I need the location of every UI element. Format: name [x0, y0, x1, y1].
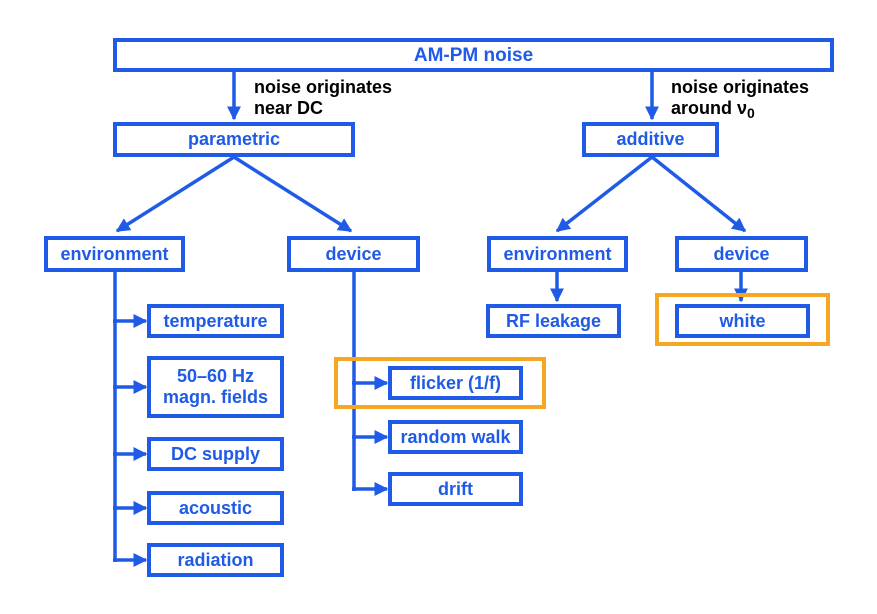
additive-device-box: device: [675, 236, 808, 272]
magnetic-fields-text: magn. fields: [162, 387, 269, 407]
arrow-additive-to-device: [650, 155, 747, 233]
temperature-box: temperature: [147, 304, 284, 338]
additive-environment-box: environment: [487, 236, 628, 272]
near-dc-note: noise originates near DC: [254, 77, 392, 119]
mains-magnetic-fields-box: 50–60 Hz magn. fields: [147, 356, 284, 418]
parametric-environment-box: environment: [44, 236, 185, 272]
am-pm-noise-box: AM-PM noise: [113, 38, 834, 72]
parametric-box: parametric: [113, 122, 355, 157]
mains-frequency-text: 50–60 Hz: [176, 366, 255, 386]
around-v0-note-line2: around ν0: [671, 98, 809, 124]
additive-box: additive: [582, 122, 719, 157]
radiation-box: radiation: [147, 543, 284, 577]
random-walk-box: random walk: [388, 420, 523, 454]
around-v0-text: around ν: [671, 98, 748, 118]
near-dc-note-line2: near DC: [254, 98, 324, 118]
parametric-device-box: device: [287, 236, 420, 272]
arrow-parametric-to-device: [233, 155, 353, 233]
drift-box: drift: [388, 472, 523, 506]
around-v0-note: noise originates around ν0: [671, 77, 809, 124]
rf-leakage-box: RF leakage: [486, 304, 621, 338]
around-v0-subscript: 0: [747, 105, 755, 121]
dc-supply-box: DC supply: [147, 437, 284, 471]
arrow-additive-to-environment: [555, 155, 654, 233]
white-box: white: [675, 304, 810, 338]
flicker-highlight: [334, 357, 546, 409]
around-v0-note-line1: noise originates: [671, 77, 810, 97]
acoustic-box: acoustic: [147, 491, 284, 525]
arrow-parametric-to-environment: [115, 155, 235, 233]
near-dc-note-line1: noise originates: [254, 77, 393, 97]
flicker-box: flicker (1/f): [388, 366, 523, 400]
white-highlight: [655, 293, 830, 346]
